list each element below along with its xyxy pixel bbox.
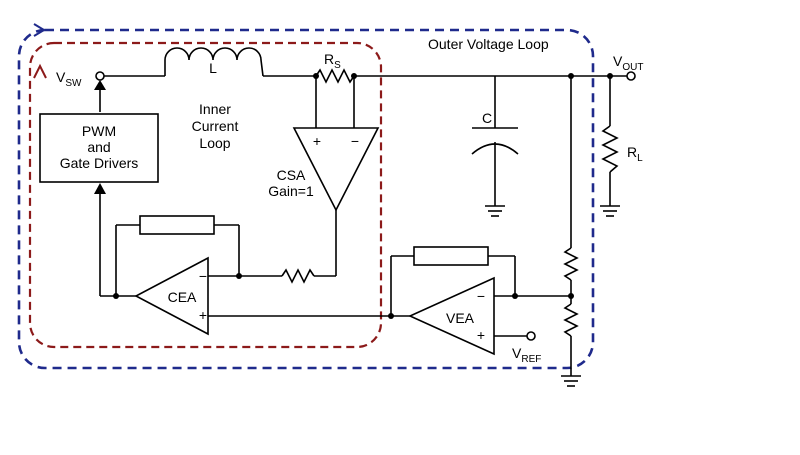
vea-minus-junction [512,293,518,299]
outer-loop-arrow-icon [33,23,46,37]
pwm-input-arrow-icon [94,183,106,194]
vsw-terminal [95,71,105,81]
inner-loop-label-line3: Loop [199,135,230,151]
pwm-label-line3: Gate Drivers [60,155,139,171]
vea-name: VEA [446,310,475,326]
rs-label: RS [324,51,341,71]
csa-minus-sign: − [351,133,359,149]
vea-plus-sign: + [477,327,485,343]
csa-gain: Gain=1 [268,183,314,199]
vref-label: VREF [512,345,541,365]
cea-minus-sign: − [199,268,207,284]
cea-plus-sign: + [199,307,207,323]
cea-name: CEA [168,289,197,305]
vea-feedback-impedance [413,246,489,266]
vsw-label: VSW [56,69,82,89]
divider-mid-junction [568,293,574,299]
vea-minus-sign: − [477,288,485,304]
load-ground-icon [600,205,620,217]
inductor-l [164,47,264,77]
sense-resistor-rs [315,68,355,84]
vea-amplifier [408,276,495,356]
pwm-label-line1: PWM [82,123,116,139]
csa-name: CSA [277,167,306,183]
load-resistor-rl [601,125,619,173]
capacitor-ground-icon [485,205,505,217]
inductor-label: L [209,60,217,76]
divider-ground-icon [561,375,581,387]
inner-loop-label-line1: Inner [199,101,231,117]
csa-plus-sign: + [313,133,321,149]
capacitor-label: C [482,110,492,126]
inner-loop-label-line2: Current [192,118,239,134]
vout-terminal [626,71,636,81]
inner-loop-arrow-icon [33,63,47,79]
outer-voltage-loop-boundary [17,28,595,370]
vref-terminal [526,331,536,341]
divider-lower-resistor [563,303,579,337]
pwm-label-line2: and [87,139,110,155]
cea-output-junction [113,293,119,299]
rl-label: RL [627,144,643,164]
pwm-gate-driver-block [39,113,159,183]
cea-amplifier [134,256,209,336]
csa-amplifier [292,127,380,212]
vout-label: VOUT [613,53,643,73]
cea-input-resistor [281,268,315,284]
divider-upper-resistor [563,247,579,281]
inner-current-loop-boundary [28,41,383,349]
vsw-arrow-icon [94,80,106,90]
outer-loop-label: Outer Voltage Loop [428,36,549,52]
cea-feedback-impedance [139,215,215,235]
